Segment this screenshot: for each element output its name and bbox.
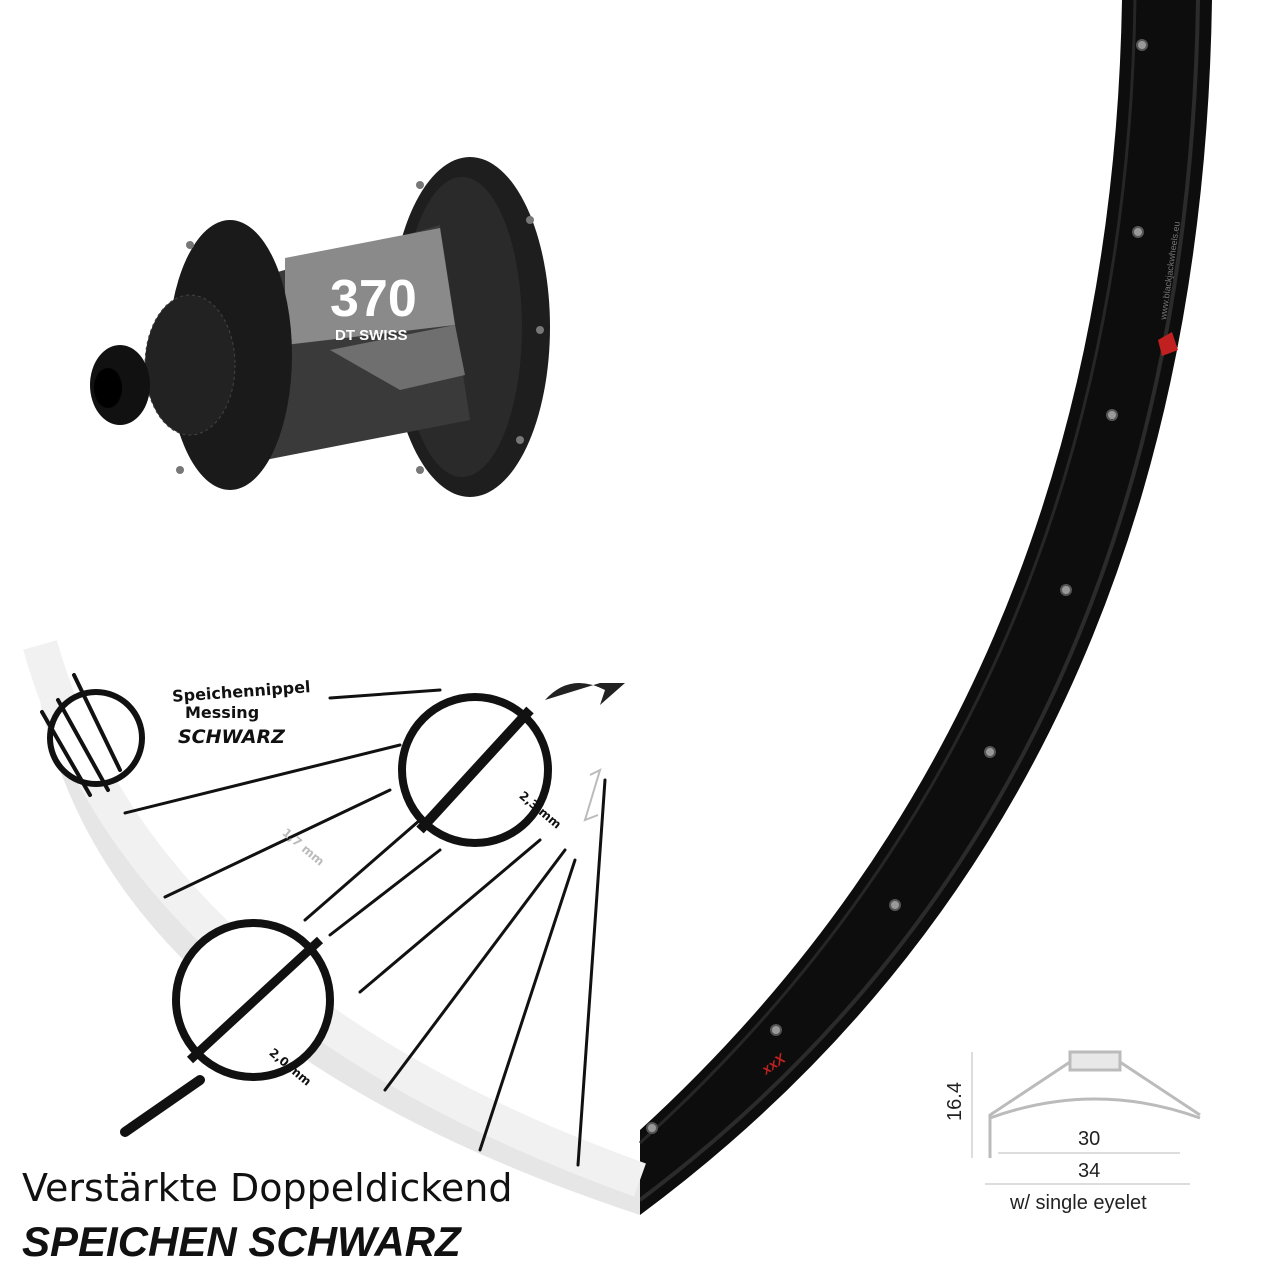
spoke-diagram (23, 640, 646, 1215)
profile-height: 16.4 (943, 1082, 966, 1121)
nipple-material: Messing (185, 703, 260, 722)
hub: 370 DT SWISS (90, 157, 550, 497)
nipple-color: SCHWARZ (178, 726, 285, 748)
nipple-detail-circle (47, 689, 145, 787)
arrow-icon (545, 682, 625, 705)
brand-logo-icon (1158, 332, 1178, 356)
rim-profile (971, 1050, 1201, 1185)
hub-model: 370 (330, 270, 417, 328)
profile-inner-width: 30 (1078, 1128, 1101, 1150)
profile-outer-width: 34 (1078, 1160, 1101, 1182)
hub-brand: DT SWISS (335, 327, 408, 344)
rim: www.blackjackwheels.eu xxX (638, 0, 1212, 1215)
profile-note: w/ single eyelet (1010, 1192, 1147, 1214)
caption-line-1: Verstärkte Doppeldickend (22, 1166, 513, 1210)
caption-line-2: SPEICHEN SCHWARZ (22, 1218, 461, 1265)
